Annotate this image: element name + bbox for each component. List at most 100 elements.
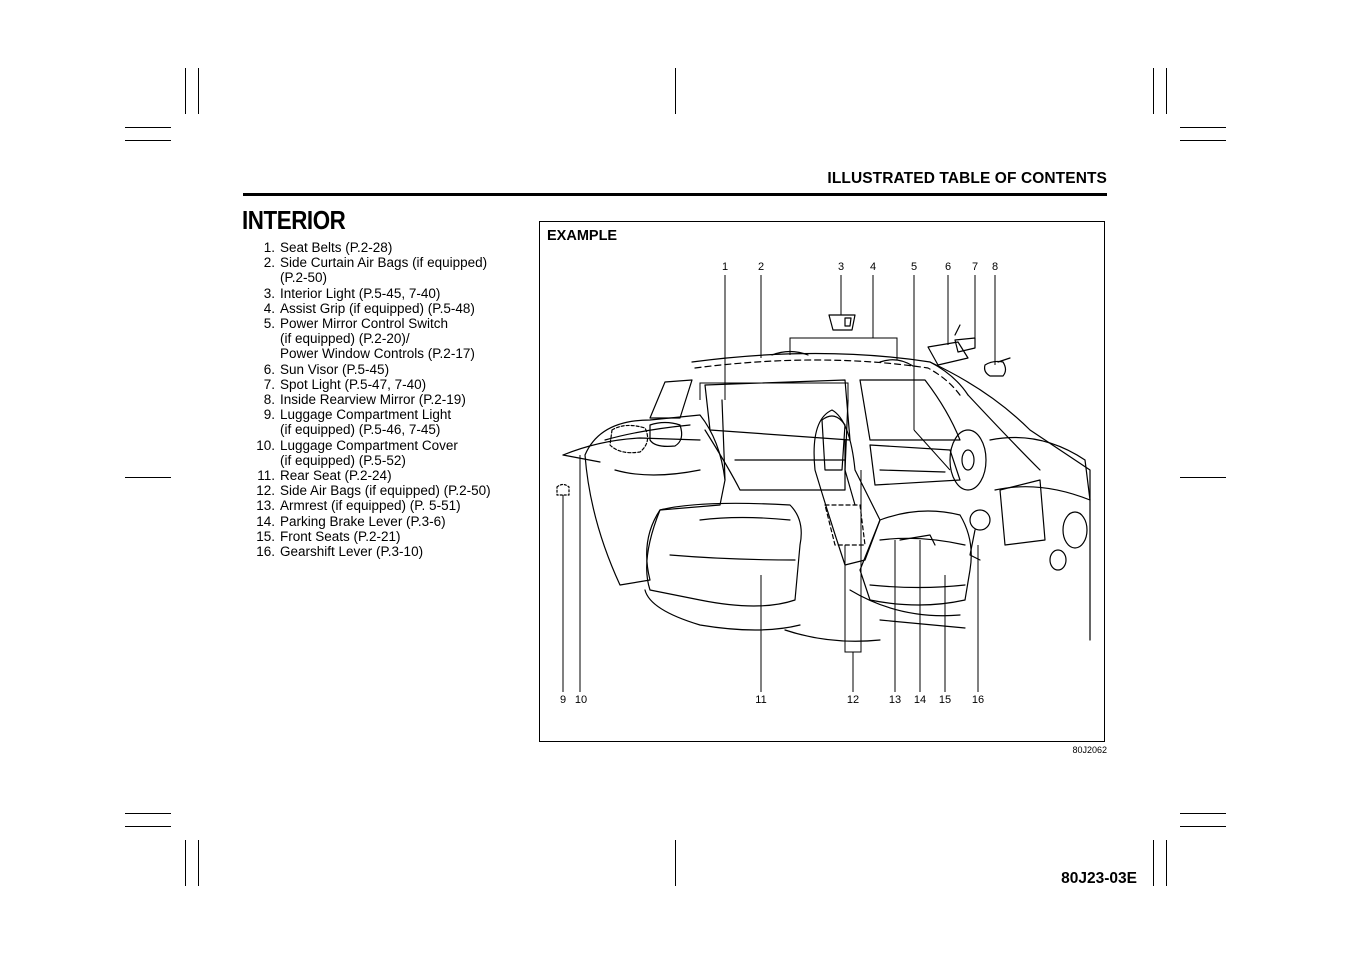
toc-item-line: Power Window Controls (P.2-17): [280, 346, 475, 362]
crop-mark: [1153, 68, 1154, 114]
toc-item-line: Armrest (if equipped) (P. 5-51): [280, 498, 461, 514]
toc-item: 12. Side Air Bags (if equipped) (P.2-50): [250, 483, 530, 498]
toc-item-text: Armrest (if equipped) (P. 5-51): [275, 498, 530, 513]
toc-item-line: (if equipped) (P.2-20)/: [280, 331, 410, 347]
toc-item: 1.Seat Belts (P.2-28): [250, 240, 530, 255]
toc-item-number: 6.: [263, 361, 275, 377]
toc-item-line: (if equipped) (P.5-46, 7-45): [280, 422, 441, 438]
toc-item-line: Front Seats (P.2-21): [280, 528, 401, 544]
toc-item-number: 9.: [263, 407, 275, 423]
toc-item: 6.Sun Visor (P.5-45): [250, 362, 530, 377]
callout-label: 9: [560, 694, 566, 706]
toc-item: 2.Side Curtain Air Bags (if equipped)(P.…: [250, 255, 530, 285]
toc-item-text: Spot Light (P.5-47, 7-40): [275, 377, 530, 392]
crop-mark: [675, 68, 676, 114]
crop-mark: [185, 840, 186, 886]
toc-item: 15.Front Seats (P.2-21): [250, 529, 530, 544]
toc-item: 16. Gearshift Lever (P.3-10): [250, 544, 530, 559]
callout-label: 10: [575, 694, 587, 706]
toc-item-text: Sun Visor (P.5-45): [275, 362, 530, 377]
toc-item-text: Seat Belts (P.2-28): [275, 240, 530, 255]
toc-item: 4. Assist Grip (if equipped) (P.5-48): [250, 301, 530, 316]
toc-item-number: 7.: [263, 376, 275, 392]
toc-item: 7. Spot Light (P.5-47, 7-40): [250, 377, 530, 392]
toc-item-text: Side Curtain Air Bags (if equipped)(P.2-…: [275, 255, 530, 285]
crop-mark: [1166, 68, 1167, 114]
toc-item-number: 10.: [256, 437, 275, 453]
callout-label: 14: [914, 694, 926, 706]
toc-item-line: Side Air Bags (if equipped) (P.2-50): [280, 483, 491, 499]
toc-item-text: Interior Light (P.5-45, 7-40): [275, 286, 530, 301]
toc-list: 1.Seat Belts (P.2-28)2.Side Curtain Air …: [250, 240, 530, 559]
callout-label: 15: [939, 694, 951, 706]
toc-item-text: Luggage Compartment Light(if equipped) (…: [275, 407, 530, 437]
toc-item-text: Gearshift Lever (P.3-10): [275, 544, 530, 559]
section-title: INTERIOR: [242, 205, 346, 235]
crop-mark: [198, 840, 199, 886]
callout-label: 5: [911, 261, 917, 273]
toc-item-line: Seat Belts (P.2-28): [280, 240, 393, 255]
toc-item-line: Luggage Compartment Light: [280, 407, 452, 423]
toc-item-number: 13.: [256, 498, 275, 514]
toc-item-text: Front Seats (P.2-21): [275, 529, 530, 544]
toc-item-line: Luggage Compartment Cover: [280, 437, 458, 453]
toc-item: 10.Luggage Compartment Cover(if equipped…: [250, 438, 530, 468]
toc-item-line: Side Curtain Air Bags (if equipped): [280, 255, 488, 271]
callout-label: 8: [992, 261, 998, 273]
crop-mark: [125, 826, 171, 827]
toc-item-line: (P.2-50): [280, 270, 328, 286]
toc-item-line: Inside Rearview Mirror (P.2-19): [280, 392, 466, 408]
callout-label: 4: [870, 261, 876, 273]
crop-mark: [125, 813, 171, 814]
crop-mark: [1180, 813, 1226, 814]
toc-item-line: Gearshift Lever (P.3-10): [280, 544, 424, 560]
toc-item-number: 16.: [256, 544, 275, 560]
toc-item-text: Assist Grip (if equipped) (P.5-48): [275, 301, 530, 316]
toc-item-number: 5.: [263, 316, 275, 332]
figure-example-label: EXAMPLE: [547, 228, 618, 244]
toc-item: 14. Parking Brake Lever (P.3-6): [250, 514, 530, 529]
toc-item-text: Inside Rearview Mirror (P.2-19): [275, 392, 530, 407]
toc-item-text: Luggage Compartment Cover(if equipped) (…: [275, 438, 530, 468]
crop-mark: [1180, 477, 1226, 478]
toc-item-text: Rear Seat (P.2-24): [275, 468, 530, 483]
callout-label: 13: [889, 694, 901, 706]
toc-item-number: 14.: [256, 513, 275, 529]
callout-label: 6: [945, 261, 951, 273]
toc-item-text: Side Air Bags (if equipped) (P.2-50): [275, 483, 530, 498]
toc-item: 8.Inside Rearview Mirror (P.2-19): [250, 392, 530, 407]
toc-item-number: 3.: [263, 285, 275, 301]
toc-item: 3.Interior Light (P.5-45, 7-40): [250, 286, 530, 301]
toc-item-number: 12.: [256, 483, 275, 499]
crop-mark: [125, 127, 171, 128]
crop-mark: [125, 140, 171, 141]
callout-label: 1: [722, 261, 728, 273]
toc-item-line: (if equipped) (P.5-52): [280, 452, 406, 468]
toc-item-number: 2.: [263, 255, 275, 271]
toc-item: 5. Power Mirror Control Switch(if equippe…: [250, 316, 530, 362]
callout-label: 3: [838, 261, 844, 273]
toc-item-text: Parking Brake Lever (P.3-6): [275, 514, 530, 529]
crop-mark: [185, 68, 186, 114]
callout-label: 16: [972, 694, 984, 706]
toc-item: 13. Armrest (if equipped) (P. 5-51): [250, 498, 530, 513]
callout-label: 11: [755, 694, 766, 706]
callout-label: 7: [972, 261, 978, 273]
crop-mark: [1153, 840, 1154, 886]
crop-mark: [125, 477, 171, 478]
toc-item-line: Rear Seat (P.2-24): [280, 468, 392, 484]
crop-mark: [675, 840, 676, 886]
toc-item-line: Parking Brake Lever (P.3-6): [280, 513, 446, 529]
toc-item-number: 4.: [263, 300, 275, 316]
page-header-title: ILLUSTRATED TABLE OF CONTENTS: [827, 170, 1107, 187]
toc-item-line: Assist Grip (if equipped) (P.5-48): [280, 300, 475, 316]
callout-label: 12: [847, 694, 859, 706]
toc-item-line: Power Mirror Control Switch: [280, 316, 449, 332]
figure-frame: [539, 221, 1105, 742]
figure-code: 80J2062: [1072, 745, 1107, 755]
page-code: 80J23-03E: [1061, 870, 1137, 887]
crop-mark: [1180, 127, 1226, 128]
toc-item-line: Spot Light (P.5-47, 7-40): [280, 376, 427, 392]
toc-item-number: 11.: [257, 468, 275, 484]
